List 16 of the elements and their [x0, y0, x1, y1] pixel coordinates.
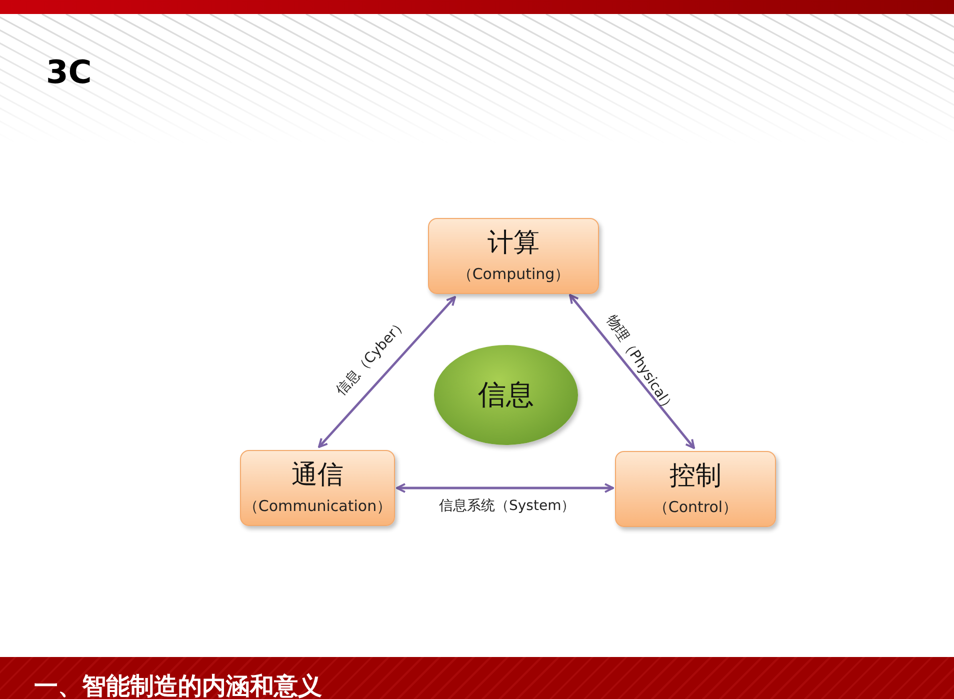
node-subtitle: （Computing） — [457, 264, 570, 284]
node-subtitle: （Communication） — [243, 496, 392, 516]
node-title: 计算 — [488, 228, 540, 258]
node-subtitle: （Control） — [653, 497, 738, 517]
node-title: 控制 — [670, 461, 722, 491]
slide-title: 3C — [46, 52, 92, 92]
process-box — [240, 450, 395, 526]
process-box — [428, 218, 599, 294]
node-title: 信息 — [478, 380, 534, 410]
node-title: 通信 — [292, 460, 344, 490]
double-arrow — [569, 294, 695, 449]
edge-label: 信息系统（System） — [439, 497, 576, 515]
double-arrow — [396, 483, 614, 493]
process-box — [615, 451, 776, 527]
footer-text: 一、智能制造的内涵和意义 — [34, 672, 322, 699]
double-arrow — [318, 296, 456, 448]
